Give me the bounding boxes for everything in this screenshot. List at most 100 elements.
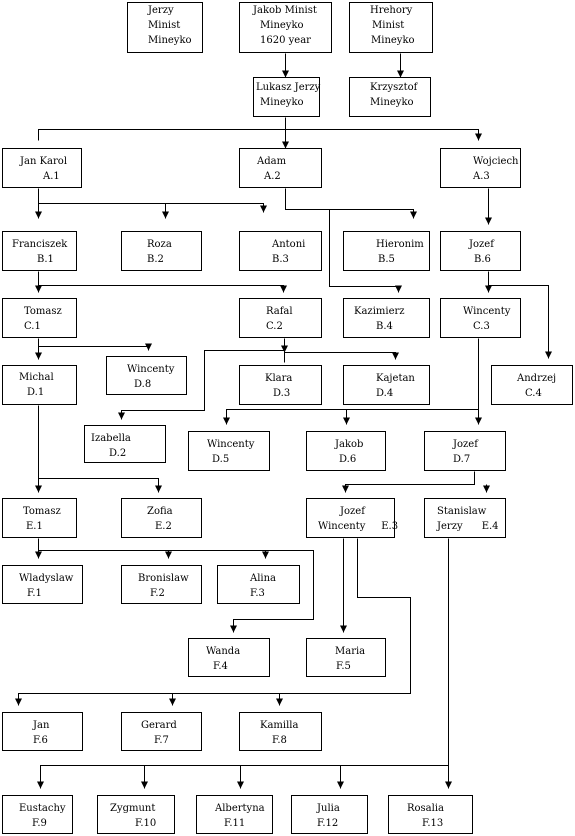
connector-line bbox=[38, 271, 284, 293]
person-text-line: Wincenty bbox=[127, 364, 175, 375]
person-text-line: Roza bbox=[147, 239, 172, 250]
person-text-line: D.8 bbox=[134, 379, 152, 390]
person-text-line: E.1 bbox=[26, 521, 43, 532]
arrowhead bbox=[169, 698, 176, 706]
person-text-line: F.12 bbox=[317, 818, 339, 829]
arrowhead bbox=[483, 485, 490, 493]
person-text-line: C.3 bbox=[473, 321, 490, 332]
person-text-line: Julia bbox=[317, 803, 340, 814]
connector-line bbox=[38, 550, 169, 559]
person-text-line: F.7 bbox=[154, 735, 169, 746]
arrowhead bbox=[342, 485, 349, 493]
person-text-line: Alina bbox=[250, 573, 277, 584]
person-text-line: Jakob Minist bbox=[253, 5, 317, 16]
person-text-line: Hrehory bbox=[370, 5, 413, 16]
connector-line bbox=[226, 338, 479, 425]
person-text-line: Rosalia bbox=[407, 803, 445, 814]
arrowhead bbox=[475, 133, 482, 141]
person-text-line: B.5 bbox=[378, 254, 395, 265]
arrowhead bbox=[262, 551, 269, 559]
person-text-line: Antoni bbox=[272, 239, 306, 250]
person-text-line: Wojciech bbox=[473, 156, 519, 167]
person-text-line: Maria bbox=[335, 646, 366, 657]
arrowhead bbox=[35, 352, 42, 360]
person-text-line: D.4 bbox=[376, 388, 394, 399]
person-text-line: Jozef bbox=[453, 439, 478, 450]
arrowhead bbox=[340, 625, 347, 633]
arrowhead bbox=[260, 205, 267, 213]
person-text-line: F.6 bbox=[33, 735, 48, 746]
person-text-line: B.6 bbox=[474, 254, 491, 265]
person-text-line: F.10 bbox=[135, 818, 157, 829]
person-text-line: Jozef bbox=[469, 239, 494, 250]
arrowhead bbox=[397, 70, 404, 78]
person-text-line: Tomasz bbox=[23, 506, 61, 517]
arrowhead bbox=[445, 781, 452, 789]
arrowhead bbox=[35, 485, 42, 493]
person-text-line: F.4 bbox=[213, 661, 228, 672]
person-text-line: Jakob bbox=[335, 439, 364, 450]
person-text-line: Mineyko bbox=[370, 97, 414, 108]
person-text-line: Jozef bbox=[340, 506, 365, 517]
connector-line bbox=[488, 271, 549, 359]
connector-line bbox=[166, 550, 266, 559]
person-text-line: B.1 bbox=[37, 254, 54, 265]
person-text-line: Wanda bbox=[206, 646, 241, 657]
person-text-line: Franciszek bbox=[12, 239, 68, 250]
connector-line bbox=[38, 346, 149, 351]
arrowhead bbox=[141, 781, 148, 789]
person-text-line: D.2 bbox=[109, 448, 127, 459]
arrowhead bbox=[475, 417, 482, 425]
arrowhead bbox=[165, 551, 172, 559]
arrowhead bbox=[410, 211, 417, 219]
person-text-line: Michal bbox=[19, 372, 54, 383]
person-text-line: Krzysztof bbox=[370, 82, 418, 93]
connector-line bbox=[38, 478, 159, 493]
arrowhead bbox=[337, 781, 344, 789]
person-text-line: Jan Karol bbox=[20, 156, 68, 167]
person-text-line: F.13 bbox=[422, 818, 444, 829]
person-text-line: Kazimierz bbox=[354, 306, 405, 317]
arrowhead bbox=[15, 698, 22, 706]
arrowhead bbox=[35, 551, 42, 559]
person-text-line: Izabella bbox=[91, 433, 131, 444]
person-text-line: Jerzy bbox=[148, 5, 174, 16]
arrowhead bbox=[392, 352, 399, 360]
arrowhead bbox=[282, 141, 289, 149]
person-text-line: D.6 bbox=[339, 454, 357, 465]
person-text-line: Albertyna bbox=[215, 803, 265, 814]
person-text-line: Hieronim bbox=[376, 239, 424, 250]
arrowhead bbox=[276, 698, 283, 706]
connector-line bbox=[38, 202, 264, 213]
arrowhead bbox=[162, 211, 169, 219]
connector-line bbox=[285, 188, 414, 219]
arrowhead bbox=[395, 285, 402, 293]
person-text-line: Eustachy bbox=[19, 803, 66, 814]
person-text-line: F.9 bbox=[32, 818, 47, 829]
person-text-line: Mineyko bbox=[260, 97, 304, 108]
